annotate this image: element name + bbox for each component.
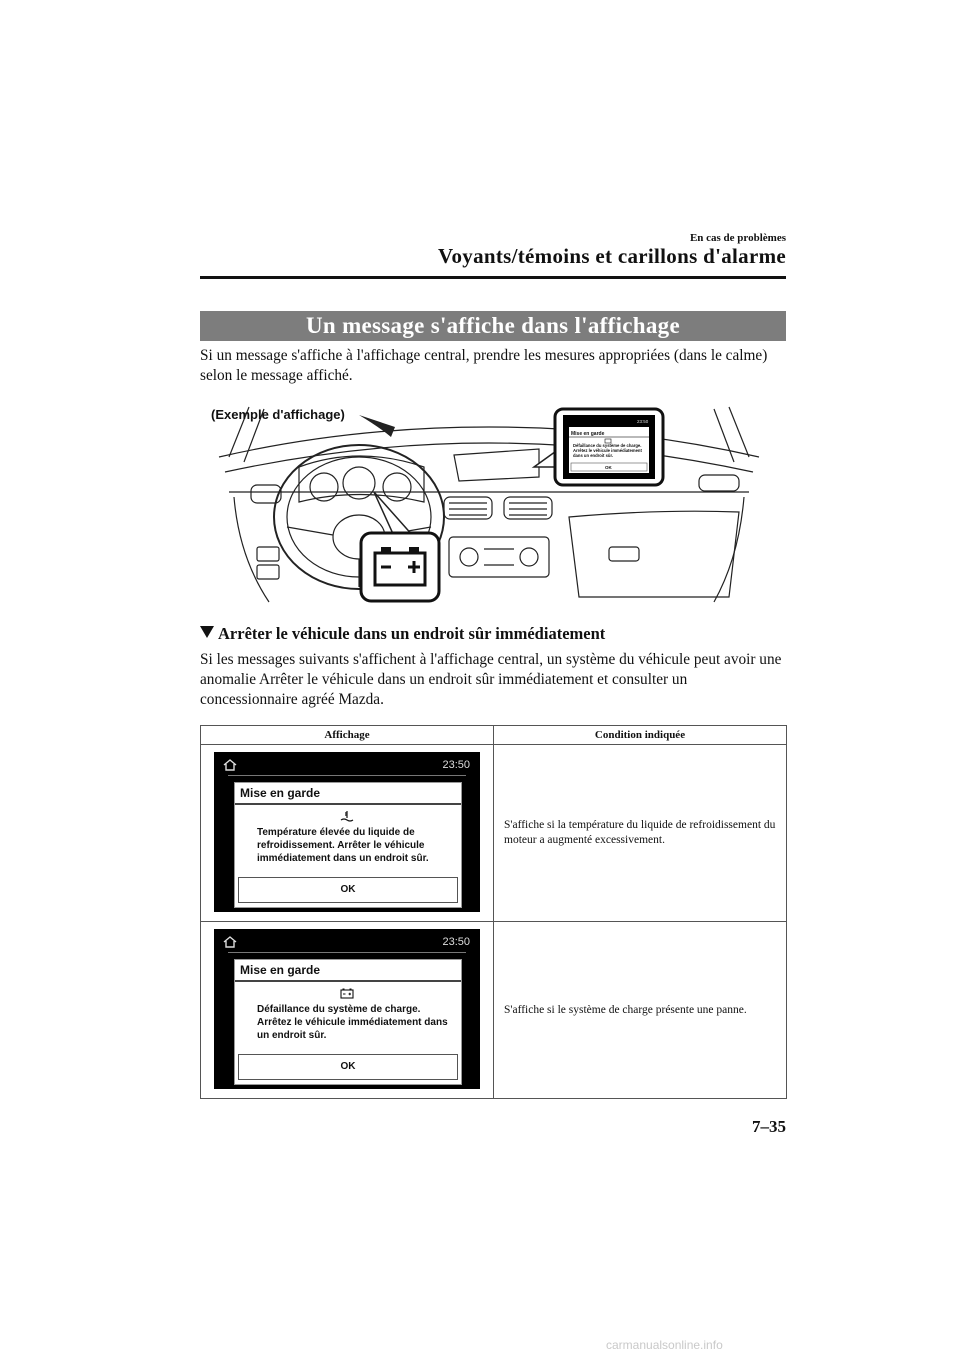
chapter-title: En cas de problèmes [689, 232, 786, 244]
subheading: Arrêter le véhicule dans un endroit sûr … [200, 624, 605, 644]
ok-button[interactable]: OK [238, 877, 458, 903]
watermark-text: carmanualsonline.info [606, 1338, 723, 1352]
clock-time: 23:50 [442, 936, 470, 948]
condition-cell: S'affiche si le système de charge présen… [493, 921, 787, 1099]
home-icon [223, 759, 237, 771]
inset-message: Défaillance du système de charge. Arrête… [573, 443, 642, 458]
clock-time: 23:50 [442, 759, 470, 771]
display-screen: 23:50 Mise en garde Défaillance du systè… [214, 929, 480, 1089]
intro-paragraph: Si un message s'affiche à l'affichage ce… [200, 347, 768, 384]
home-icon [223, 936, 237, 948]
header-rule [200, 276, 786, 279]
inset-title: Mise en garde [571, 431, 605, 437]
battery-icon [340, 988, 354, 999]
triangle-marker-icon [200, 626, 214, 638]
column-header-condition: Condition indiquée [493, 725, 787, 745]
page-number: 7–35 [752, 1117, 786, 1136]
inset-time: 23:50 [637, 419, 649, 424]
display-cell: 23:50 Mise en garde Défaillance du systè… [200, 921, 494, 1099]
section-banner: Un message s'affiche dans l'affichage [200, 311, 786, 341]
dialog-title: Mise en garde [240, 786, 321, 800]
dialog-message: Défaillance du système de charge. Arrête… [257, 1004, 448, 1041]
body-paragraph: Si les messages suivants s'affichent à l… [200, 651, 782, 708]
dashboard-illustration: Mise en garde 23:50 Défaillance du systè… [211, 406, 760, 603]
battery-icon [359, 531, 441, 603]
condition-cell: S'affiche si la température du liquide d… [493, 744, 787, 922]
table-row: 23:50 Mise en garde Défaillance du systè… [200, 921, 787, 1099]
warning-dialog: Mise en garde Température élevée du liqu… [234, 782, 462, 908]
display-cell: 23:50 Mise en garde Température élevée d… [200, 744, 494, 922]
dialog-message: Température élevée du liquide de refroid… [257, 827, 429, 864]
dialog-title: Mise en garde [240, 963, 321, 977]
message-table: Affichage Condition indiquée 23:50 Mise … [200, 725, 787, 1099]
coolant-temperature-icon [340, 811, 354, 822]
inset-ok: OK [605, 465, 613, 470]
display-screen: 23:50 Mise en garde Température élevée d… [214, 752, 480, 912]
callout-label: (Exemple d'affichage) [211, 407, 345, 422]
section-title: Voyants/témoins et carillons d'alarme [437, 244, 786, 268]
ok-button[interactable]: OK [238, 1054, 458, 1080]
column-header-display: Affichage [200, 725, 494, 745]
table-row: 23:50 Mise en garde Température élevée d… [200, 744, 787, 922]
table-header-row: Affichage Condition indiquée [200, 725, 787, 745]
subheading-text: Arrêter le véhicule dans un endroit sûr … [218, 624, 606, 643]
warning-dialog: Mise en garde Défaillance du système de … [234, 959, 462, 1085]
